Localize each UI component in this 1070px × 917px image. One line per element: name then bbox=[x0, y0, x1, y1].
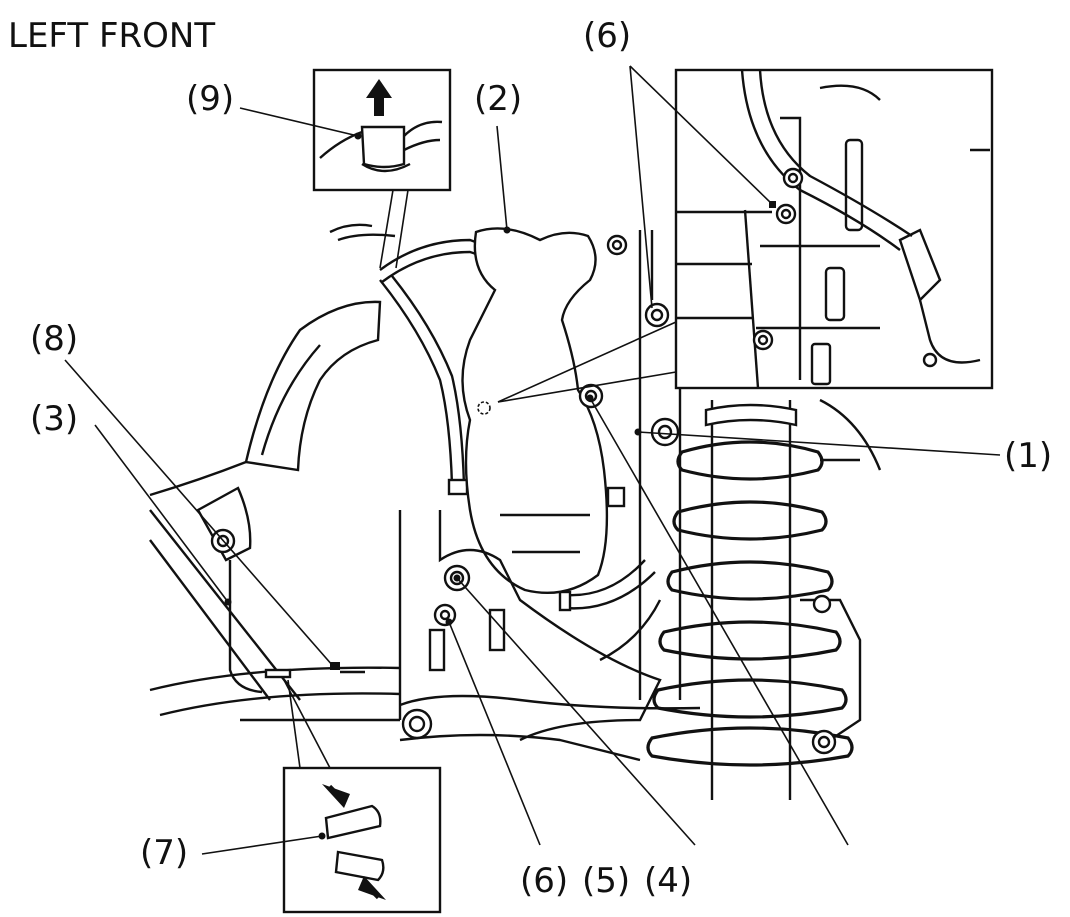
callout-5: (5) bbox=[582, 861, 630, 901]
magnifier-wedge bbox=[497, 321, 677, 403]
clip-markers bbox=[264, 662, 365, 679]
callout-1: (1) bbox=[1004, 436, 1052, 476]
press-arrow-icon bbox=[322, 784, 350, 808]
inset-bracket-detail bbox=[674, 68, 994, 390]
bolt-1 bbox=[650, 417, 680, 447]
mounting-plate bbox=[399, 510, 701, 762]
callout-6-bottom: (6) bbox=[520, 861, 568, 901]
callout-3: (3) bbox=[30, 399, 78, 439]
callout-4: (4) bbox=[644, 861, 692, 901]
page-title: LEFT FRONT bbox=[8, 16, 215, 56]
shock-absorber bbox=[646, 398, 882, 800]
reservoir-tank bbox=[461, 227, 626, 594]
main-illustration bbox=[149, 223, 882, 800]
side-rails bbox=[638, 230, 682, 700]
press-arrow-icon-lower bbox=[358, 876, 386, 900]
inset-clip-release bbox=[312, 68, 452, 269]
callout-8: (8) bbox=[30, 319, 78, 359]
bolt-6-upper bbox=[644, 302, 670, 328]
callout-6-top: (6) bbox=[583, 16, 631, 56]
callout-2: (2) bbox=[474, 79, 522, 119]
callout-9: (9) bbox=[186, 79, 234, 119]
up-arrow-icon bbox=[366, 79, 392, 116]
frame-tubes bbox=[149, 223, 402, 722]
callout-7: (7) bbox=[140, 833, 188, 873]
leader-lines bbox=[64, 65, 1001, 855]
inset-clip-squeeze bbox=[282, 679, 442, 914]
